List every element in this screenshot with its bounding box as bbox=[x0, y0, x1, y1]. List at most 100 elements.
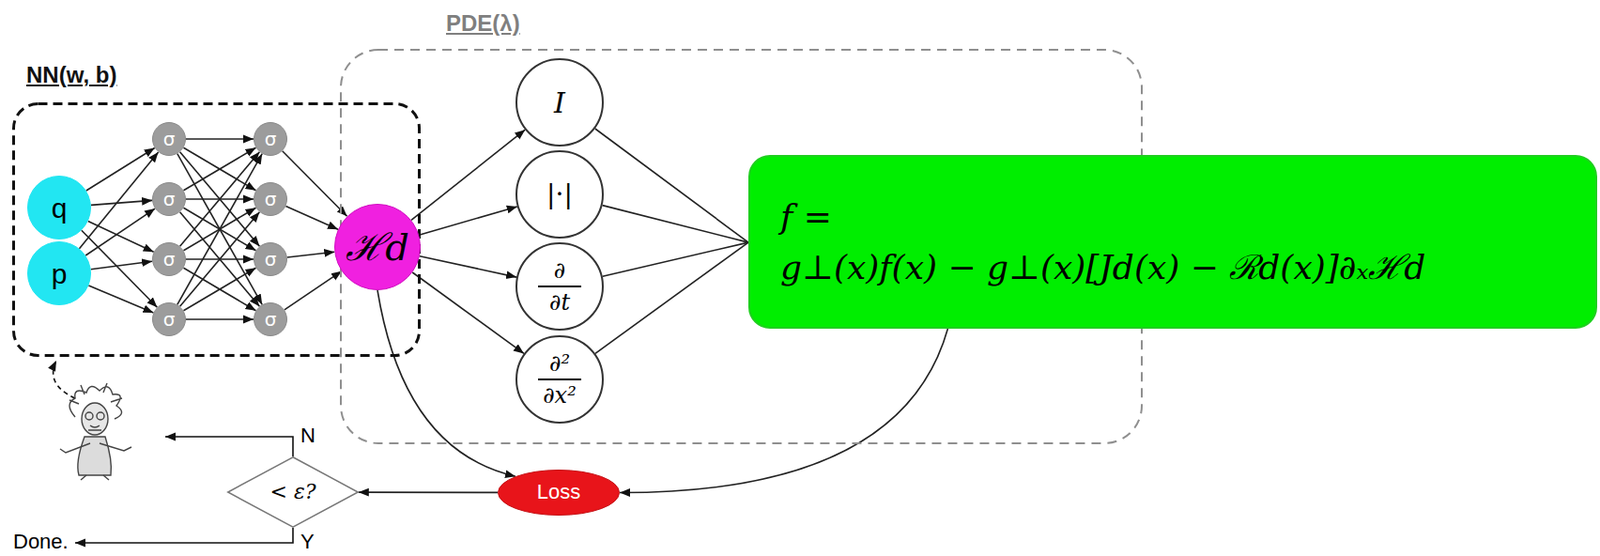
arms bbox=[60, 443, 132, 453]
connector bbox=[177, 153, 262, 306]
neuron: σ bbox=[253, 242, 288, 277]
connector bbox=[619, 328, 948, 493]
no-branch-wire bbox=[165, 436, 293, 457]
group-title: NN(w, b) bbox=[26, 62, 117, 88]
node-text: |·| bbox=[546, 180, 573, 210]
connector bbox=[419, 256, 517, 277]
node-shape bbox=[254, 183, 288, 216]
neuron: σ bbox=[152, 302, 186, 337]
node-content: σ bbox=[152, 242, 186, 277]
node-content: σ bbox=[253, 182, 288, 216]
node-text: ℋd bbox=[345, 226, 410, 268]
node-content: σ bbox=[253, 242, 288, 277]
network-block: NN(w, b)qpσσσσσσσσℋd bbox=[12, 102, 421, 357]
node-content: < ε? bbox=[227, 456, 359, 528]
connector bbox=[418, 206, 518, 235]
node-text: σ bbox=[264, 308, 277, 330]
node-content: |·| bbox=[515, 150, 604, 239]
input-node: q bbox=[27, 175, 92, 240]
node-text: σ bbox=[264, 128, 277, 150]
node-content: σ bbox=[152, 122, 186, 156]
connector bbox=[85, 208, 155, 256]
connector bbox=[79, 152, 159, 249]
fraction-bar bbox=[538, 285, 582, 288]
operator-node: |·| bbox=[515, 150, 604, 239]
node-content: Loss bbox=[497, 469, 620, 516]
node-shape bbox=[153, 123, 186, 156]
node-shape bbox=[153, 243, 186, 277]
node-text: q bbox=[51, 192, 68, 224]
node-content: p bbox=[27, 241, 92, 306]
node-text: σ bbox=[163, 188, 176, 210]
neuron: σ bbox=[152, 242, 186, 277]
node-content: ℋd bbox=[334, 203, 421, 291]
einstein-cartoon bbox=[60, 383, 132, 480]
node-shape bbox=[516, 59, 603, 146]
node-shape bbox=[254, 243, 288, 277]
neuron: σ bbox=[152, 122, 186, 156]
node-content: f =g⊥(x)f(x) − g⊥(x)[Jd(x) − ℛd(x)]∂ₓℋd bbox=[748, 154, 1598, 329]
node-content: σ bbox=[253, 122, 288, 156]
node-shape bbox=[14, 104, 420, 356]
node-text: p bbox=[51, 258, 68, 290]
node-shape bbox=[228, 457, 359, 528]
connector bbox=[185, 138, 254, 140]
connector bbox=[91, 261, 153, 269]
connector bbox=[81, 230, 158, 308]
node-text: σ bbox=[163, 308, 176, 330]
connector bbox=[595, 242, 749, 354]
branch-label: N bbox=[299, 424, 317, 447]
loss-node: Loss bbox=[497, 469, 620, 516]
node-text: σ bbox=[264, 248, 277, 270]
operator-text: ∂² bbox=[549, 351, 570, 376]
equation-box: f =g⊥(x)f(x) − g⊥(x)[Jd(x) − ℛd(x)]∂ₓℋd bbox=[748, 154, 1598, 329]
yes-branch-wire bbox=[75, 527, 293, 543]
glasses-right bbox=[96, 412, 105, 420]
node-shape bbox=[153, 303, 186, 337]
connector bbox=[88, 285, 154, 313]
neuron: σ bbox=[253, 122, 288, 156]
connector bbox=[358, 491, 498, 493]
connector bbox=[284, 271, 342, 310]
operator-text: ∂x² bbox=[542, 383, 577, 408]
connector bbox=[180, 212, 261, 307]
node-shape bbox=[516, 151, 603, 238]
connector bbox=[602, 205, 749, 244]
node-text: Loss bbox=[537, 480, 581, 504]
connector bbox=[411, 129, 525, 220]
node-content: q bbox=[27, 175, 92, 240]
node-shape bbox=[498, 470, 620, 516]
group-title: PDE(λ) bbox=[446, 11, 521, 36]
node-shape bbox=[28, 242, 92, 306]
node-text: σ bbox=[264, 188, 277, 210]
connector bbox=[282, 151, 348, 217]
connector bbox=[91, 200, 153, 205]
connector bbox=[595, 128, 749, 243]
node-content: I bbox=[515, 58, 604, 147]
connector bbox=[412, 272, 524, 354]
mouth bbox=[88, 425, 102, 431]
node-text: σ bbox=[163, 128, 176, 150]
node-outline bbox=[748, 154, 1598, 329]
node-text: I bbox=[553, 87, 566, 119]
node-shape bbox=[749, 155, 1597, 328]
connector bbox=[287, 251, 335, 258]
node-content: ∂² ∂x² bbox=[515, 335, 604, 424]
node-shape bbox=[335, 204, 421, 291]
robe bbox=[77, 436, 112, 476]
operator-node: ∂² ∂x² bbox=[515, 335, 604, 424]
connector bbox=[602, 242, 749, 277]
neuron: σ bbox=[152, 182, 186, 216]
connector bbox=[180, 212, 261, 307]
connector bbox=[377, 290, 516, 477]
node-content: σ bbox=[152, 182, 186, 216]
glasses-left bbox=[85, 412, 93, 420]
neuron: σ bbox=[253, 302, 288, 337]
node-shape bbox=[254, 123, 288, 156]
decision-diamond: < ε? bbox=[227, 456, 359, 528]
branch-label: Y bbox=[299, 530, 316, 554]
output-node: ℋd bbox=[334, 203, 421, 291]
operator-text: ∂t bbox=[549, 290, 570, 315]
fraction-bar bbox=[538, 378, 582, 381]
